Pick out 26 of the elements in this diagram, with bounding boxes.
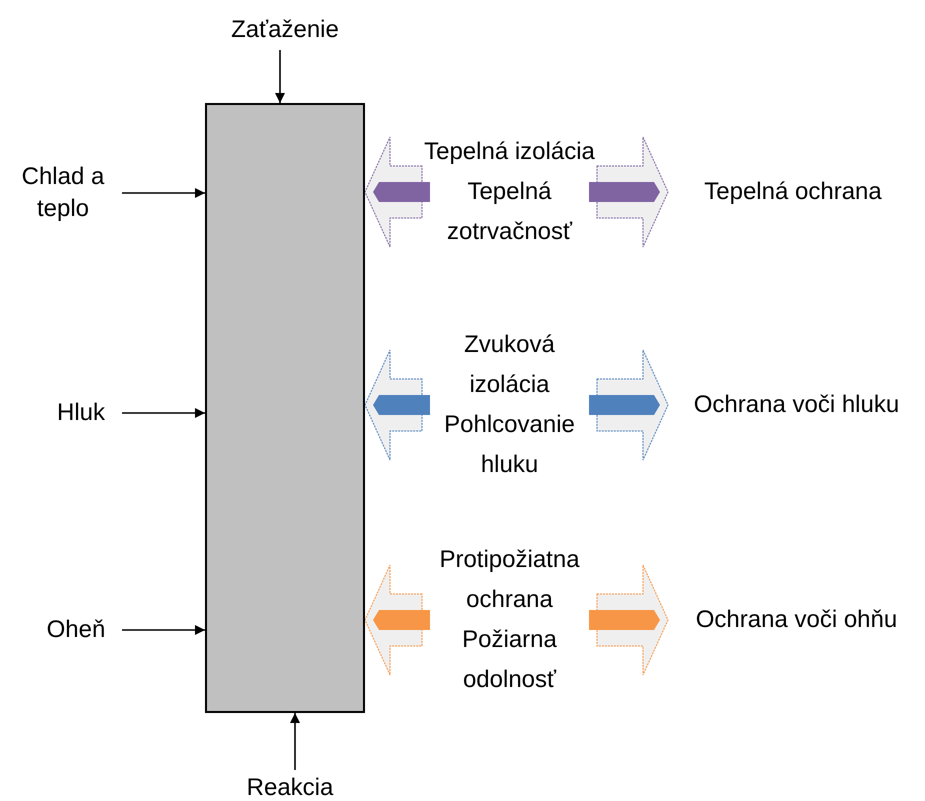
arrow (122, 188, 205, 198)
result-label: Ochrana voči hluku (692, 390, 900, 420)
arrow (122, 408, 205, 418)
block-arrow (364, 136, 430, 248)
property-text: Pohlcovanie hluku (443, 410, 576, 480)
reaction-label: Reakcia (246, 773, 334, 801)
result-label: Tepelná ochrana (703, 177, 883, 207)
block-arrow (589, 564, 669, 676)
block-arrow (589, 136, 669, 248)
result-label: Ochrana voči ohňu (694, 605, 898, 635)
block-arrow (364, 564, 430, 676)
block-arrow (364, 350, 430, 460)
wall-panel (205, 103, 365, 713)
load-label: Zaťaženie (230, 15, 340, 45)
input-label: Oheň (46, 615, 106, 645)
arrow (122, 625, 205, 635)
input-label: Hluk (56, 398, 106, 428)
property-text: Tepelná zotrvačnosť (446, 177, 574, 247)
property-text: Požiarna odolnosť (461, 625, 558, 695)
property-text: Tepelná izolácia (423, 137, 596, 167)
arrow (275, 50, 285, 103)
property-text: Protipožiatna ochrana (438, 545, 581, 615)
input-label: Chlad a teplo (20, 162, 106, 224)
block-arrow (589, 350, 669, 460)
arrow (290, 713, 300, 770)
property-text: Zvuková izolácia (463, 330, 556, 400)
